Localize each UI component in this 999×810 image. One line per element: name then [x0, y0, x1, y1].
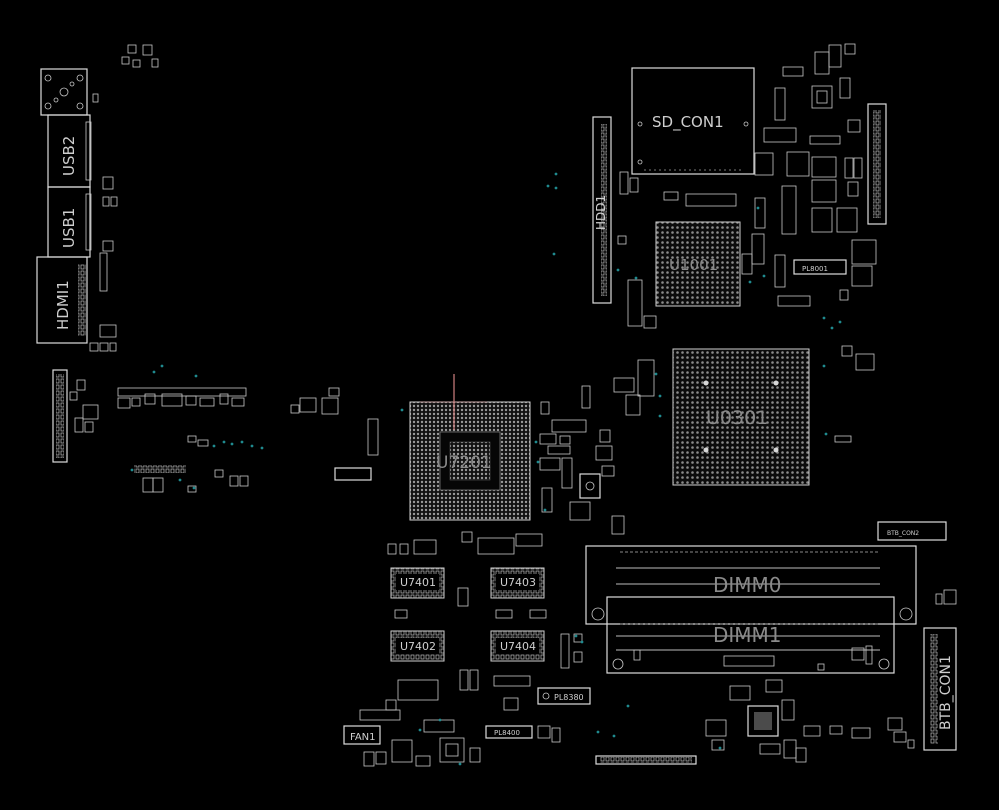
chip-u7401[interactable]: U7401	[390, 567, 445, 599]
fan1-label: FAN1	[350, 732, 376, 743]
chip-u7403[interactable]: U7403	[490, 567, 545, 599]
side-connector[interactable]	[52, 369, 68, 463]
dimm0-slot[interactable]: DIMM0	[585, 545, 917, 625]
btb-con2-label: BTB_CON2	[887, 530, 919, 537]
bottom-right-chip	[705, 679, 915, 763]
usb2-connector[interactable]: USB2	[47, 114, 92, 188]
btb-con2-connector[interactable]: BTB_CON2	[877, 521, 947, 541]
btb-con1-connector[interactable]: BTB_CON1	[923, 589, 957, 751]
pl8380-inductor[interactable]: PL8380	[537, 687, 591, 705]
chip-u7402[interactable]: U7402	[390, 630, 445, 662]
hdd1-connector[interactable]: HDD1	[592, 116, 612, 304]
dimm1-label: DIMM1	[713, 623, 782, 647]
u7201-label: U7201	[436, 453, 492, 473]
pl8400-label: PL8400	[494, 729, 520, 737]
hdmi1-connector[interactable]: HDMI1	[36, 256, 88, 344]
sd-con1-connector[interactable]: SD_CON1	[631, 67, 755, 175]
memory-side-parts	[387, 531, 583, 669]
fan1-connector[interactable]: FAN1	[343, 725, 381, 745]
u1001-label: U1001	[669, 256, 718, 274]
bottom-parts	[359, 669, 561, 767]
top-right-parts	[617, 43, 887, 443]
pl8400-inductor[interactable]: PL8400	[485, 725, 533, 739]
pl8001-inductor[interactable]: PL8001	[793, 259, 847, 275]
rj-connector[interactable]	[40, 68, 88, 116]
pl8001-label: PL8001	[802, 265, 828, 273]
u7402-label: U7402	[400, 640, 436, 653]
hdd1-label: HDD1	[594, 195, 608, 230]
bottom-connector-strip	[595, 755, 697, 765]
sd-con1-label: SD_CON1	[652, 113, 724, 132]
left-cluster-lower	[134, 435, 249, 493]
chip-u1001[interactable]: U1001	[655, 221, 741, 307]
usb1-connector[interactable]: USB1	[47, 186, 92, 258]
chip-u7404[interactable]: U7404	[490, 630, 545, 662]
pl8380-label: PL8380	[554, 693, 584, 702]
hdmi1-label: HDMI1	[54, 280, 72, 330]
via-cluster	[130, 172, 842, 766]
u7403-label: U7403	[500, 576, 536, 589]
cpu-u7201[interactable]: U7201	[409, 374, 531, 521]
u7404-label: U7404	[500, 640, 536, 653]
u0301-label: U0301	[706, 407, 768, 429]
left-cluster-upper	[117, 387, 247, 409]
dimm1-slot[interactable]: DIMM1	[606, 596, 895, 674]
cpu-side-parts	[539, 359, 655, 535]
mid-left-parts	[290, 387, 379, 481]
dimm0-label: DIMM0	[713, 573, 782, 597]
u7401-label: U7401	[400, 576, 436, 589]
usb2-label: USB2	[60, 136, 78, 176]
chip-u0301[interactable]: U0301	[672, 348, 810, 486]
usb1-label: USB1	[60, 208, 78, 248]
left-small-parts	[69, 44, 159, 433]
btb-con1-label: BTB_CON1	[938, 655, 954, 730]
